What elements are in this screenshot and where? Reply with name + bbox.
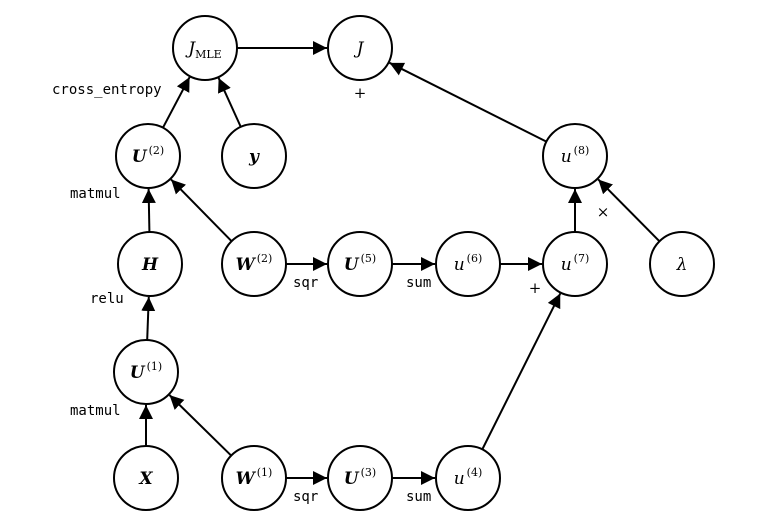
label-cross-entropy: cross_entropy [52, 82, 162, 98]
node-circle [327, 15, 393, 81]
label-sum-bottom: sum [406, 489, 431, 505]
label-sum-top: sum [406, 275, 431, 291]
node-label: U(3) [344, 466, 376, 489]
node-u7: u(7) [542, 231, 608, 297]
node-circle [327, 231, 393, 297]
label-matmul-bottom: matmul [70, 403, 121, 419]
node-label: JMLE [185, 39, 221, 61]
edge-y-to-jmle [217, 77, 242, 128]
node-h: H [117, 231, 183, 297]
node-u5: U(5) [327, 231, 393, 297]
label-plus-j: + [354, 84, 367, 102]
node-u1: U(1) [113, 339, 179, 405]
node-label: J [354, 39, 365, 59]
node-label: W(1) [236, 466, 273, 489]
node-circle [117, 231, 183, 297]
node-label: X [138, 469, 153, 489]
edge-w1-to-u1 [168, 394, 232, 457]
edge-u8-to-j [389, 61, 547, 143]
node-circle [172, 15, 238, 81]
node-label: u(4) [454, 466, 483, 489]
node-circle [115, 123, 181, 189]
nodes: JMLE J U(2) y u(8) H W(2) U(5) u(6) u(7) λU(1) X W(1… [113, 15, 715, 511]
node-circle [113, 339, 179, 405]
node-label: u(8) [561, 144, 590, 167]
edge-u2-to-jmle [162, 76, 191, 129]
node-jmle: JMLE [172, 15, 238, 81]
operation-labels: cross_entropy + matmul relu matmul sqr sum + × sq… [52, 82, 609, 505]
node-label: U(2) [132, 144, 164, 167]
edge-u1-to-h [141, 296, 156, 341]
node-label: u(6) [454, 252, 483, 275]
node-circle [221, 445, 287, 511]
node-circle [327, 445, 393, 511]
node-j: J [327, 15, 393, 81]
edges [139, 41, 661, 485]
node-label: W(2) [236, 252, 273, 275]
node-circle [435, 231, 501, 297]
node-label: U(1) [130, 360, 162, 383]
node-w1: W(1) [221, 445, 287, 511]
label-plus-u7: + [529, 279, 542, 297]
node-u6: u(6) [435, 231, 501, 297]
node-label: y [248, 147, 260, 167]
node-label: λ [676, 255, 688, 275]
node-label: H [141, 255, 159, 275]
node-lambda: λ [649, 231, 715, 297]
edge-lambda-to-u8 [597, 178, 661, 242]
node-circle [542, 231, 608, 297]
label-relu: relu [90, 291, 124, 307]
edge-u4-to-u7 [481, 293, 562, 450]
node-circle [649, 231, 715, 297]
edge-h-to-u2 [141, 188, 156, 233]
node-circle [221, 123, 287, 189]
node-label: U(5) [344, 252, 376, 275]
node-x: X [113, 445, 179, 511]
node-u8: u(8) [542, 123, 608, 189]
label-times-u8: × [597, 203, 610, 221]
node-y: y [221, 123, 287, 189]
node-circle [113, 445, 179, 511]
node-w2: W(2) [221, 231, 287, 297]
label-matmul-top: matmul [70, 186, 121, 202]
node-u4: u(4) [435, 445, 501, 511]
node-circle [435, 445, 501, 511]
node-circle [542, 123, 608, 189]
node-circle [221, 231, 287, 297]
label-sqr-top: sqr [293, 275, 318, 291]
label-sqr-bottom: sqr [293, 489, 318, 505]
node-u3: U(3) [327, 445, 393, 511]
node-label: u(7) [561, 252, 590, 275]
node-u2: U(2) [115, 123, 181, 189]
edge-w2-to-u2 [170, 178, 233, 242]
